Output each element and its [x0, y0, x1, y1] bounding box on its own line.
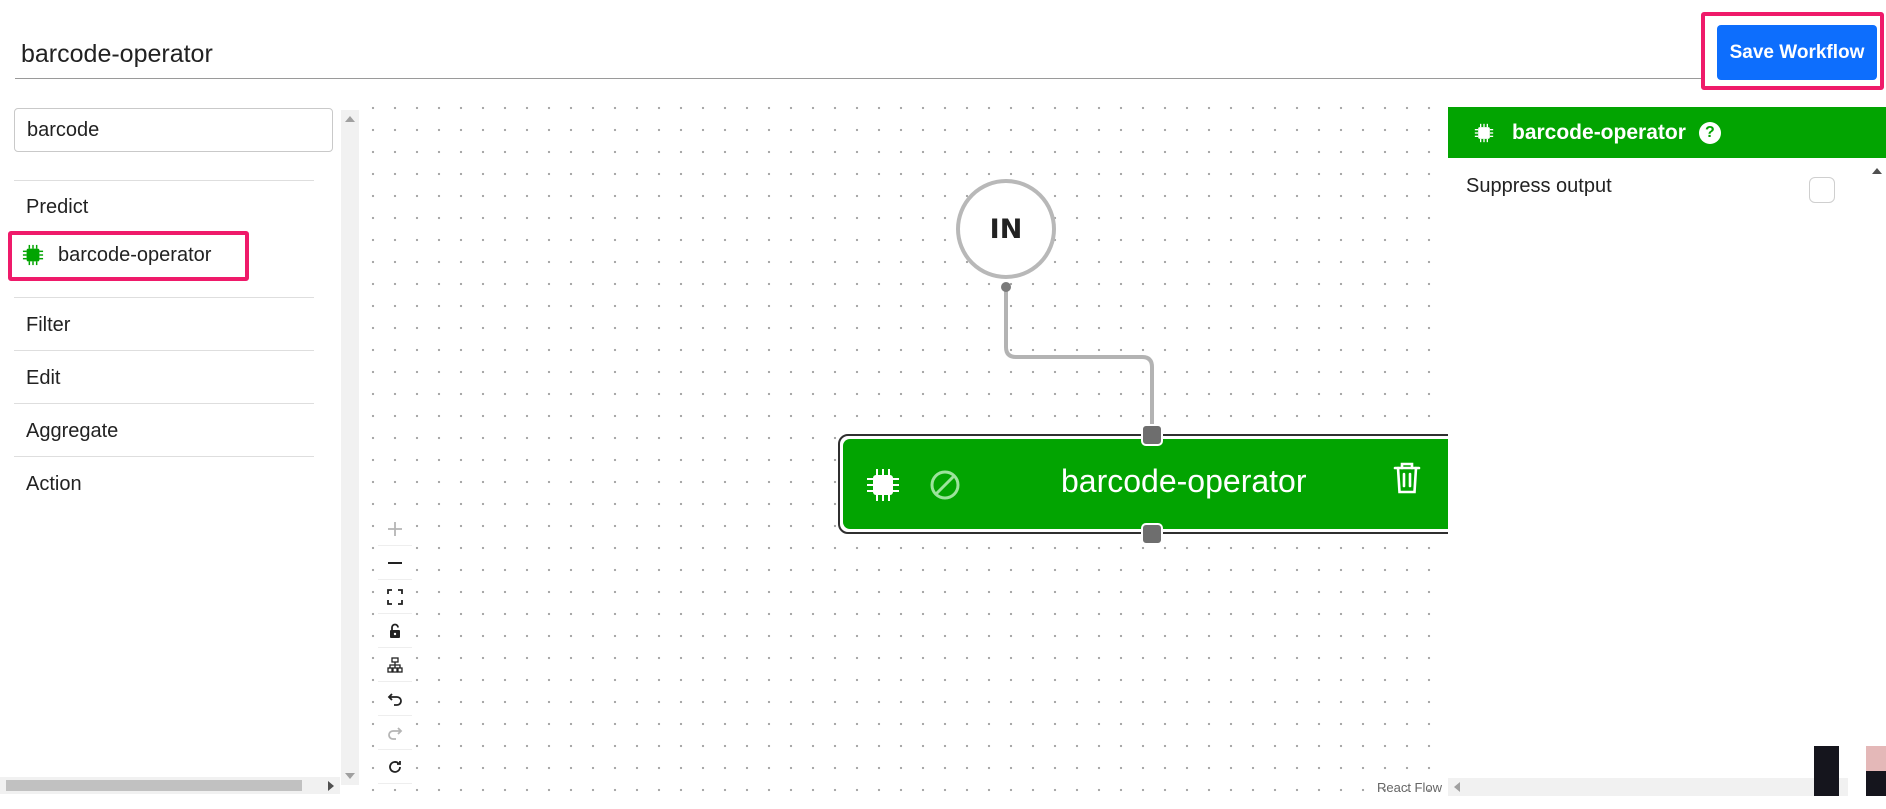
canvas-controls [378, 512, 412, 784]
undo-button[interactable] [378, 682, 412, 716]
save-workflow-button[interactable]: Save Workflow [1717, 25, 1877, 80]
operator-item-barcode[interactable]: barcode-operator [22, 240, 211, 270]
refresh-icon [389, 760, 401, 773]
category-aggregate-label[interactable]: Aggregate [26, 420, 119, 442]
undo-icon [387, 692, 402, 706]
panel-horizontal-scrollbar[interactable] [1448, 778, 1848, 796]
fit-view-icon [387, 588, 403, 605]
properties-panel: barcode-operator ? Suppress output [1448, 107, 1886, 809]
sidebar-horizontal-scrollbar[interactable] [0, 777, 340, 794]
lock-button[interactable] [378, 614, 412, 648]
suppress-output-label: Suppress output [1466, 175, 1612, 197]
plus-icon [388, 521, 402, 536]
zoom-out-button[interactable] [378, 546, 412, 580]
category-action-label[interactable]: Action [26, 473, 82, 495]
redo-icon [388, 726, 403, 740]
header-bar: Save Workflow [0, 0, 1886, 90]
category-predict-label[interactable]: Predict [26, 196, 89, 218]
operator-source-handle[interactable] [1141, 523, 1163, 545]
ban-icon[interactable] [929, 469, 961, 501]
category-action [14, 456, 314, 457]
chip-icon [22, 244, 44, 266]
minus-icon [388, 561, 402, 564]
operator-node[interactable]: barcode-operator [838, 434, 1448, 534]
operator-item-label: barcode-operator [58, 243, 212, 266]
operator-node-body: barcode-operator [843, 439, 1448, 529]
scroll-right-arrow-icon[interactable] [328, 781, 334, 791]
sidebar-vertical-scrollbar[interactable] [341, 110, 359, 785]
scrollbar-thumb[interactable] [6, 780, 302, 791]
corner-artifact [1814, 746, 1839, 796]
redo-button[interactable] [378, 716, 412, 750]
corner-artifact [1866, 771, 1886, 796]
category-filter-label[interactable]: Filter [26, 314, 71, 336]
workflow-name-input[interactable] [15, 30, 1705, 79]
fit-view-button[interactable] [378, 580, 412, 614]
operator-target-handle[interactable] [1141, 424, 1163, 446]
trash-icon[interactable] [1392, 461, 1422, 495]
in-node-source-handle[interactable] [1001, 282, 1011, 292]
suppress-output-checkbox[interactable] [1809, 177, 1835, 203]
lock-icon [390, 623, 400, 638]
flow-canvas[interactable]: IN barcode-operator [362, 97, 1448, 797]
category-filter [14, 297, 314, 298]
corner-artifact [1866, 746, 1886, 771]
save-button-highlight [1701, 12, 1884, 90]
category-predict [14, 180, 314, 181]
auto-layout-button[interactable] [378, 648, 412, 682]
zoom-in-button[interactable] [378, 512, 412, 546]
chip-icon [1474, 123, 1494, 142]
chip-icon [867, 469, 899, 501]
category-edit-label[interactable]: Edit [26, 367, 61, 389]
category-aggregate [14, 403, 314, 404]
edge-in-to-operator[interactable] [1004, 287, 1154, 434]
operator-search-input[interactable] [14, 108, 333, 152]
operator-sidebar: Predict barcode-operator Filter Edit Agg… [0, 97, 360, 809]
scroll-down-arrow-icon[interactable] [345, 773, 355, 779]
operator-item-highlight [8, 231, 249, 281]
scroll-up-arrow-icon[interactable] [345, 116, 355, 122]
scroll-left-arrow-icon[interactable] [1454, 782, 1460, 792]
hierarchy-icon [387, 656, 403, 673]
refresh-button[interactable] [378, 750, 412, 784]
input-node[interactable]: IN [956, 179, 1056, 279]
flow-edges [1001, 282, 1154, 434]
scroll-up-arrow-icon[interactable] [1872, 168, 1882, 174]
operator-node-title: barcode-operator [1061, 463, 1307, 499]
input-node-label: IN [989, 213, 1023, 245]
react-flow-attribution[interactable]: React Flow [1376, 780, 1442, 795]
help-icon[interactable]: ? [1698, 121, 1721, 144]
panel-vertical-scrollbar[interactable] [1868, 162, 1886, 782]
properties-panel-title: barcode-operator [1512, 120, 1686, 144]
properties-panel-header: barcode-operator ? [1448, 107, 1886, 158]
category-edit [14, 350, 314, 351]
